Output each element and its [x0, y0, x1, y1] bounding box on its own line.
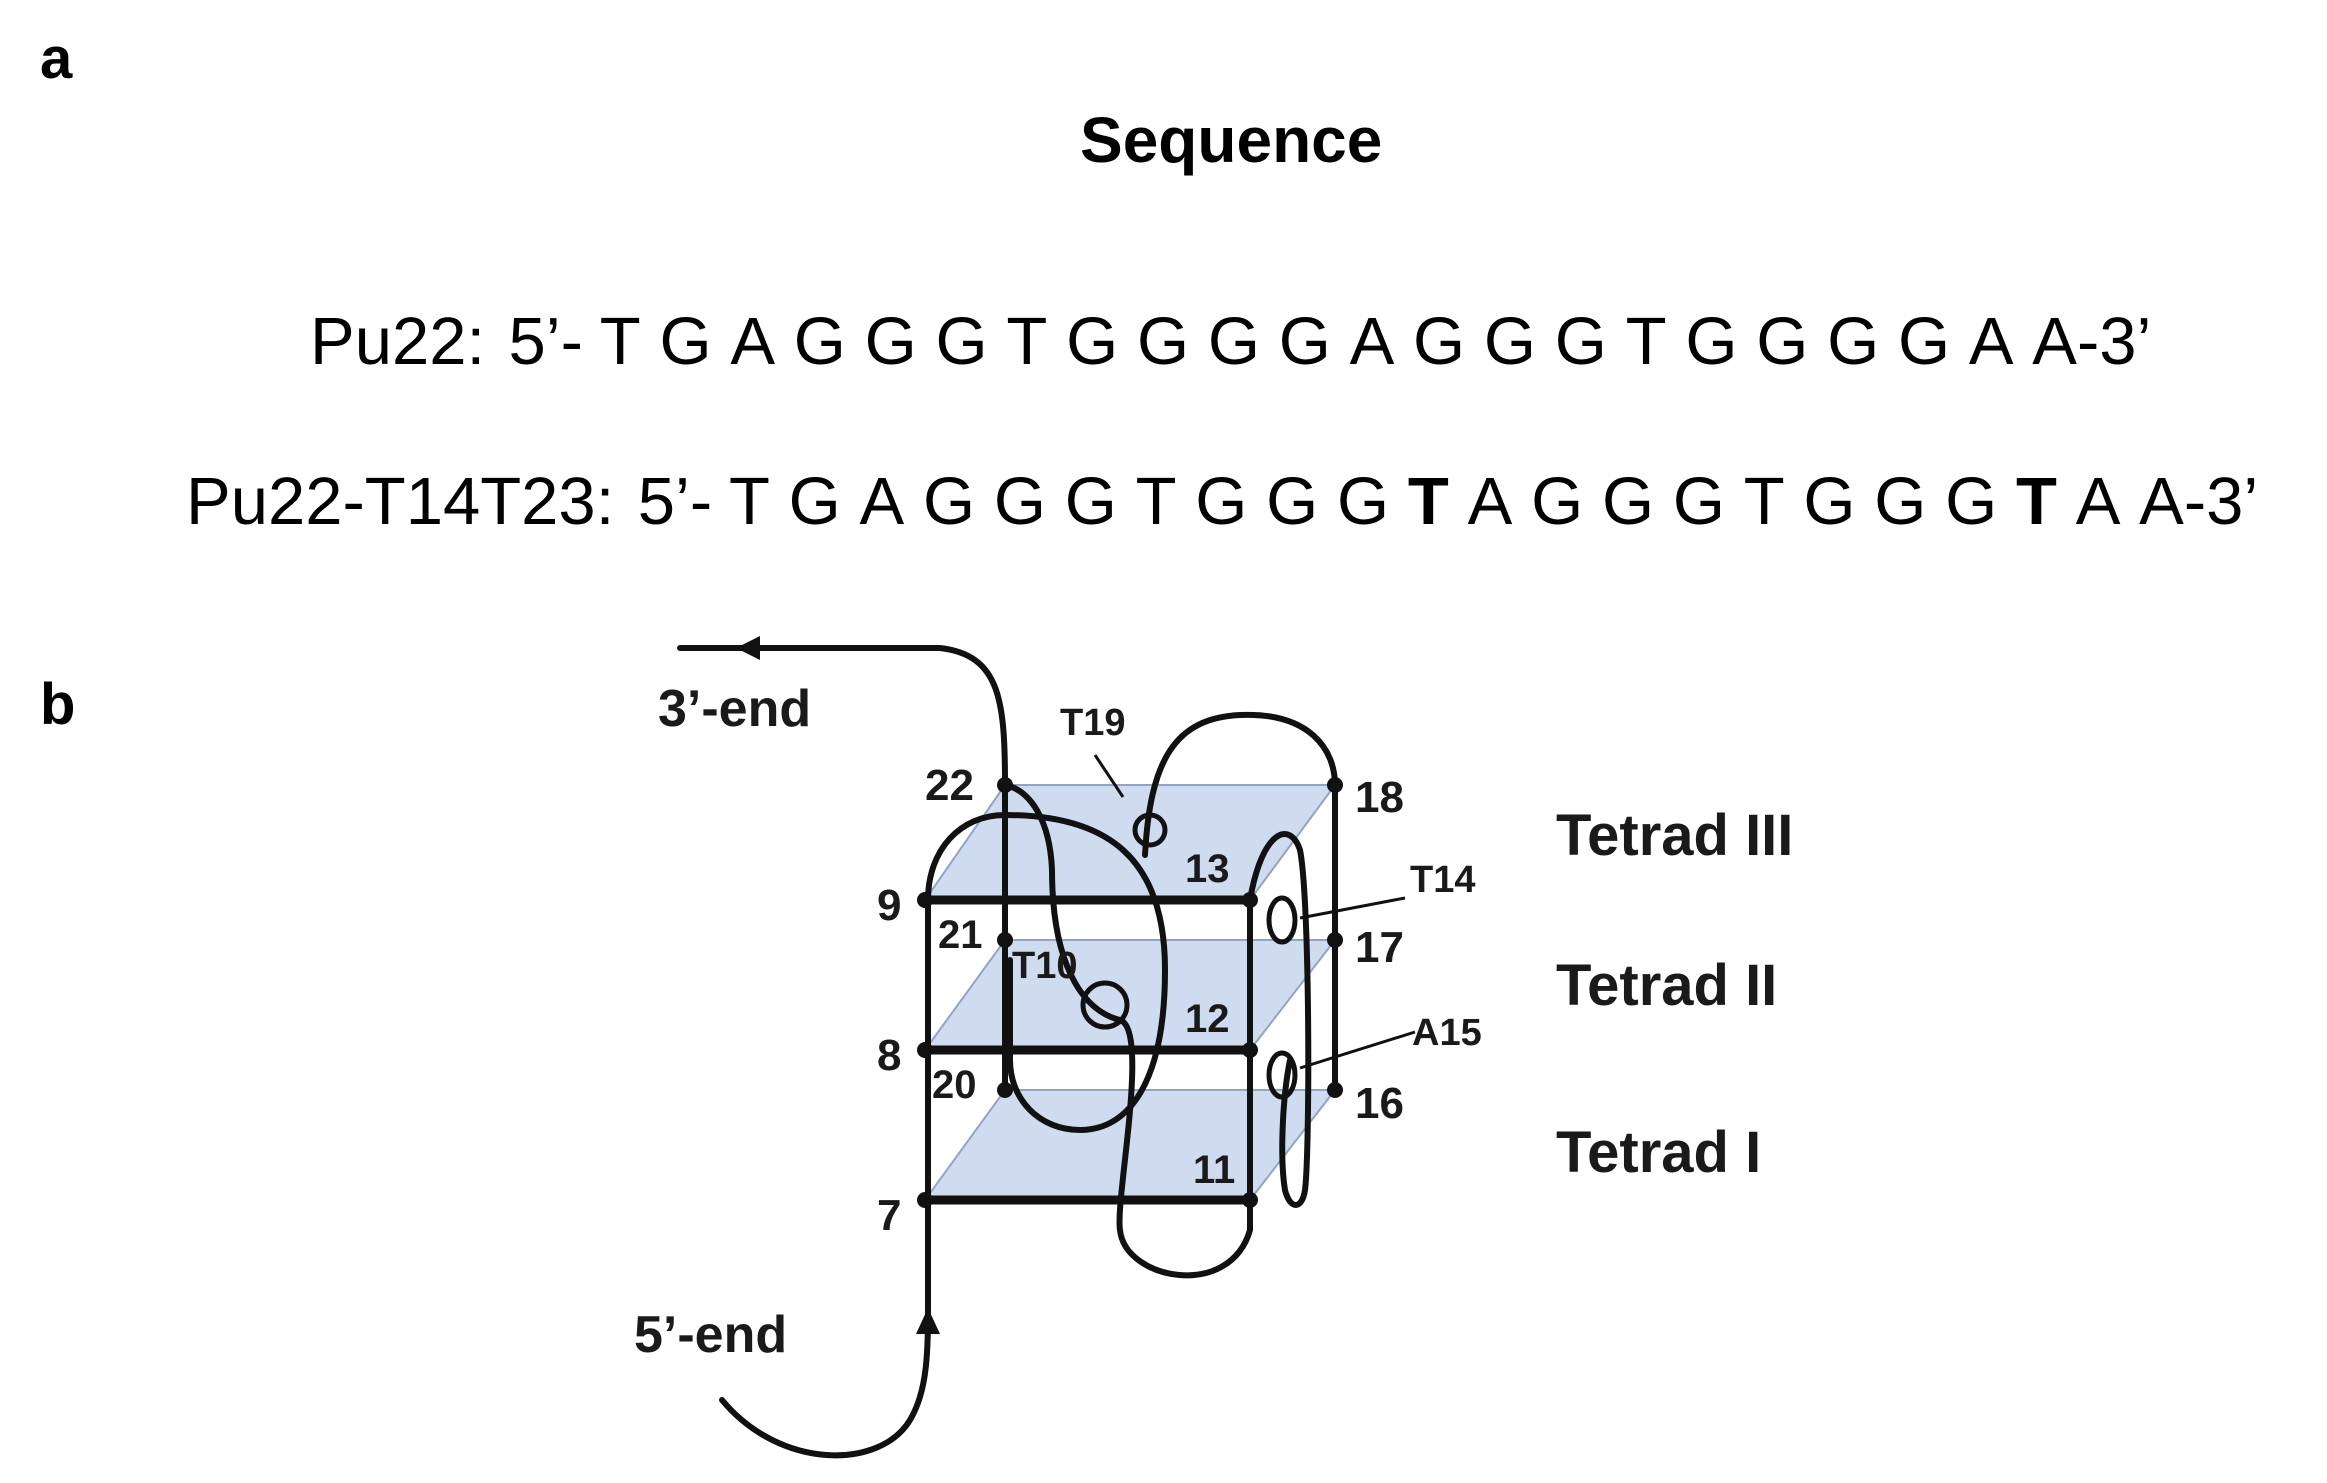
sequence-3-prime: A-3’	[2032, 304, 2152, 379]
base: A	[1968, 304, 2014, 379]
base: G	[1945, 464, 1998, 539]
sequence-3-prime: A-3’	[2139, 464, 2259, 539]
base: G	[1803, 464, 1856, 539]
hoogsteen-bonds	[920, 895, 1255, 1205]
sequence-name: Pu22-T14T23:	[186, 464, 615, 539]
base: G	[659, 304, 712, 379]
base: G	[788, 464, 841, 539]
residue-16: 16	[1355, 1079, 1404, 1128]
base: G	[1337, 464, 1390, 539]
base: A	[730, 304, 776, 379]
base: G	[864, 304, 917, 379]
base: A	[859, 464, 905, 539]
arrow-3-end	[736, 636, 760, 660]
strand-3-end	[677, 645, 1008, 788]
label-3-end: 3’-end	[658, 680, 811, 738]
base: A	[1467, 464, 1513, 539]
base: G	[1672, 464, 1725, 539]
base-mutation: T	[1407, 464, 1449, 539]
base: G	[1483, 304, 1537, 379]
base: G	[1531, 464, 1584, 539]
marker-t10	[1080, 980, 1130, 1030]
base: T	[1135, 464, 1177, 539]
strand-loop-t19	[1142, 711, 1338, 858]
sequence-heading: Sequence	[1080, 104, 1383, 176]
base: G	[1756, 304, 1809, 379]
residue-22: 22	[925, 761, 974, 810]
panel-label-a: a	[40, 26, 73, 91]
base: G	[1897, 304, 1951, 379]
base: G	[1413, 304, 1466, 379]
residue-18: 18	[1355, 773, 1404, 822]
diagram-labels: 3’-end 5’-end 22 18 13 9 21 17 12 8 20 1…	[634, 680, 1793, 1364]
loop-label-t19: T19	[1060, 702, 1125, 744]
residue-13: 13	[1185, 847, 1230, 891]
base: T	[728, 464, 770, 539]
base: G	[1554, 304, 1607, 379]
panel-label-b: b	[40, 672, 76, 737]
base: G	[1266, 464, 1319, 539]
loop-nucleotide-markers	[1080, 812, 1298, 1100]
marker-t14	[1266, 895, 1298, 945]
base: G	[1874, 464, 1927, 539]
marker-a15	[1266, 1050, 1298, 1100]
residue-dots	[917, 777, 1343, 1208]
sequence-name: Pu22:	[310, 304, 486, 379]
base: G	[993, 464, 1046, 539]
strand-loop-t14-a15	[1247, 831, 1312, 1208]
tetrad-label-ii: Tetrad II	[1556, 953, 1777, 1018]
residue-9: 9	[877, 881, 901, 930]
sequence-5-prime: 5’-	[637, 464, 713, 539]
loop-label-a15: A15	[1412, 1012, 1482, 1054]
base: G	[1278, 304, 1331, 379]
base: G	[1195, 464, 1248, 539]
marker-t19	[1132, 812, 1168, 848]
residue-11: 11	[1193, 1148, 1235, 1192]
arrow-5-end	[916, 1308, 940, 1334]
base: G	[935, 304, 988, 379]
arrowheads	[736, 636, 940, 1334]
strand-loop-t10	[925, 812, 1168, 1133]
loop-label-t14: T14	[1410, 859, 1475, 901]
base: G	[1066, 304, 1119, 379]
strand-5-end	[719, 1202, 931, 1459]
strand-loop-11-13	[1002, 782, 1253, 1279]
sequence-5-prime: 5’-	[508, 304, 583, 379]
base: T	[1625, 304, 1667, 379]
base: T	[1743, 464, 1785, 539]
residue-12: 12	[1185, 997, 1230, 1041]
residue-17: 17	[1355, 923, 1404, 972]
base: T	[599, 304, 641, 379]
leader-lines	[1093, 754, 1416, 1070]
residue-20: 20	[932, 1063, 977, 1107]
residue-7: 7	[877, 1191, 901, 1240]
base: G	[793, 304, 846, 379]
base: G	[1685, 304, 1738, 379]
base: G	[922, 464, 976, 539]
loop-label-t10: T10	[1012, 945, 1077, 987]
base: G	[1601, 464, 1655, 539]
residue-21: 21	[938, 913, 983, 957]
base: A	[1349, 304, 1395, 379]
base-mutation: T	[2016, 464, 2057, 539]
tetrad-label-i: Tetrad I	[1556, 1120, 1761, 1185]
base: G	[1827, 304, 1880, 379]
base: G	[1136, 304, 1190, 379]
label-5-end: 5’-end	[634, 1306, 787, 1364]
tetrad-label-iii: Tetrad III	[1556, 803, 1793, 868]
residue-8: 8	[877, 1031, 901, 1080]
base: G	[1064, 464, 1117, 539]
base: T	[1006, 304, 1048, 379]
base: G	[1207, 304, 1260, 379]
base: A	[2075, 464, 2121, 539]
